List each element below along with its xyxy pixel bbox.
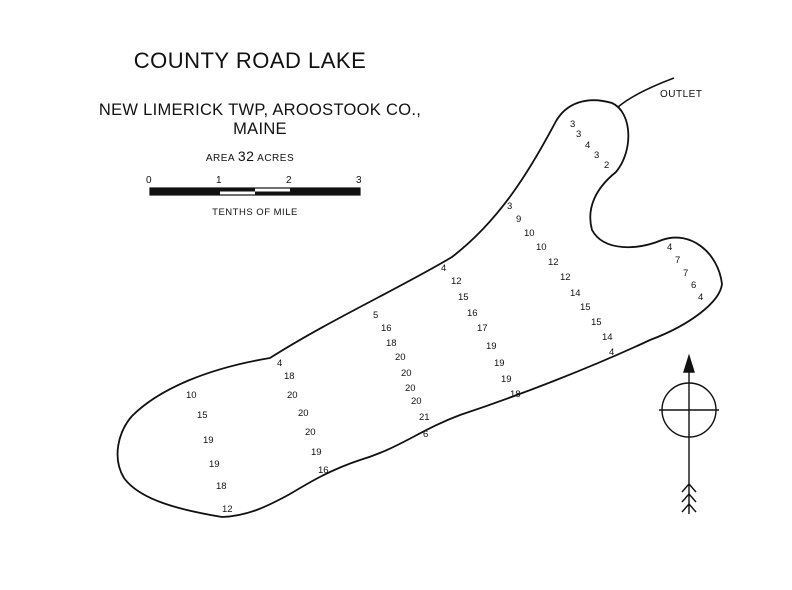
depth-sounding: 4 [277, 358, 282, 369]
outlet-label: OUTLET [660, 89, 703, 100]
depth-sounding: 20 [298, 408, 309, 419]
depth-sounding: 15 [458, 292, 469, 303]
depth-sounding: 16 [381, 323, 392, 334]
depth-sounding: 3 [507, 201, 512, 212]
depth-sounding: 19 [209, 459, 220, 470]
lake-shoreline [116, 99, 723, 518]
depth-sounding: 7 [683, 268, 688, 279]
scale-tick-1: 1 [216, 175, 222, 186]
scale-tick-2: 2 [286, 175, 292, 186]
depth-sounding: 12 [560, 272, 571, 283]
depth-sounding: 3 [594, 150, 599, 161]
scale-caption: TENTHS OF MILE [212, 207, 298, 218]
outlet-stream [617, 77, 675, 108]
scale-tick-0: 0 [146, 175, 152, 186]
scale-tick-3: 3 [356, 175, 362, 186]
area-value: 32 [237, 148, 255, 164]
area-prefix: AREA [205, 153, 235, 164]
depth-sounding: 18 [510, 389, 521, 400]
depth-sounding: 16 [467, 308, 478, 319]
depth-sounding: 10 [536, 242, 547, 253]
depth-sounding: 20 [395, 352, 406, 363]
depth-sounding: 4 [441, 263, 446, 274]
depth-sounding: 18 [216, 481, 227, 492]
depth-sounding: 19 [486, 341, 497, 352]
depth-sounding: 15 [591, 317, 602, 328]
depth-sounding: 2 [604, 160, 609, 171]
depth-sounding: 19 [311, 447, 322, 458]
depth-sounding: 10 [186, 390, 197, 401]
area-label: AREA 32 ACRES [180, 148, 320, 164]
depth-sounding: 12 [451, 276, 462, 287]
depth-sounding: 4 [585, 140, 590, 151]
depth-sounding: 12 [222, 504, 233, 515]
depth-sounding: 19 [494, 358, 505, 369]
depth-sounding: 17 [477, 323, 488, 334]
depth-sounding: 3 [576, 129, 581, 140]
depth-sounding: 18 [386, 338, 397, 349]
depth-sounding: 20 [405, 383, 416, 394]
scale-bar [149, 187, 361, 196]
depth-sounding: 7 [675, 255, 680, 266]
depth-sounding: 4 [698, 292, 703, 303]
depth-sounding: 15 [580, 302, 591, 313]
depth-sounding: 14 [570, 288, 581, 299]
depth-sounding: 19 [203, 435, 214, 446]
map-title: COUNTY ROAD LAKE [133, 48, 367, 73]
depth-sounding: 12 [548, 257, 559, 268]
depth-sounding: 20 [411, 396, 422, 407]
depth-sounding: 15 [197, 410, 208, 421]
depth-sounding: 19 [501, 374, 512, 385]
north-arrow-icon [659, 353, 719, 514]
depth-sounding: 20 [287, 390, 298, 401]
depth-sounding: 16 [318, 465, 329, 476]
depth-sounding: 14 [602, 332, 613, 343]
depth-sounding: 20 [305, 427, 316, 438]
map-subtitle: NEW LIMERICK TWP, AROOSTOOK CO., MAINE [98, 101, 422, 138]
depth-sounding: 5 [373, 310, 378, 321]
depth-sounding: 6 [423, 429, 428, 440]
depth-sounding: 20 [401, 368, 412, 379]
depth-sounding: 21 [419, 412, 430, 423]
depth-sounding: 6 [691, 280, 696, 291]
depth-sounding: 3 [570, 119, 575, 130]
depth-sounding: 18 [284, 371, 295, 382]
depth-sounding: 9 [516, 214, 521, 225]
depth-soundings: 1015191918124182020201916516182020202021… [186, 119, 703, 515]
depth-sounding: 10 [524, 228, 535, 239]
area-unit: ACRES [257, 153, 295, 164]
depth-sounding: 4 [667, 242, 672, 253]
depth-sounding: 4 [609, 347, 614, 358]
